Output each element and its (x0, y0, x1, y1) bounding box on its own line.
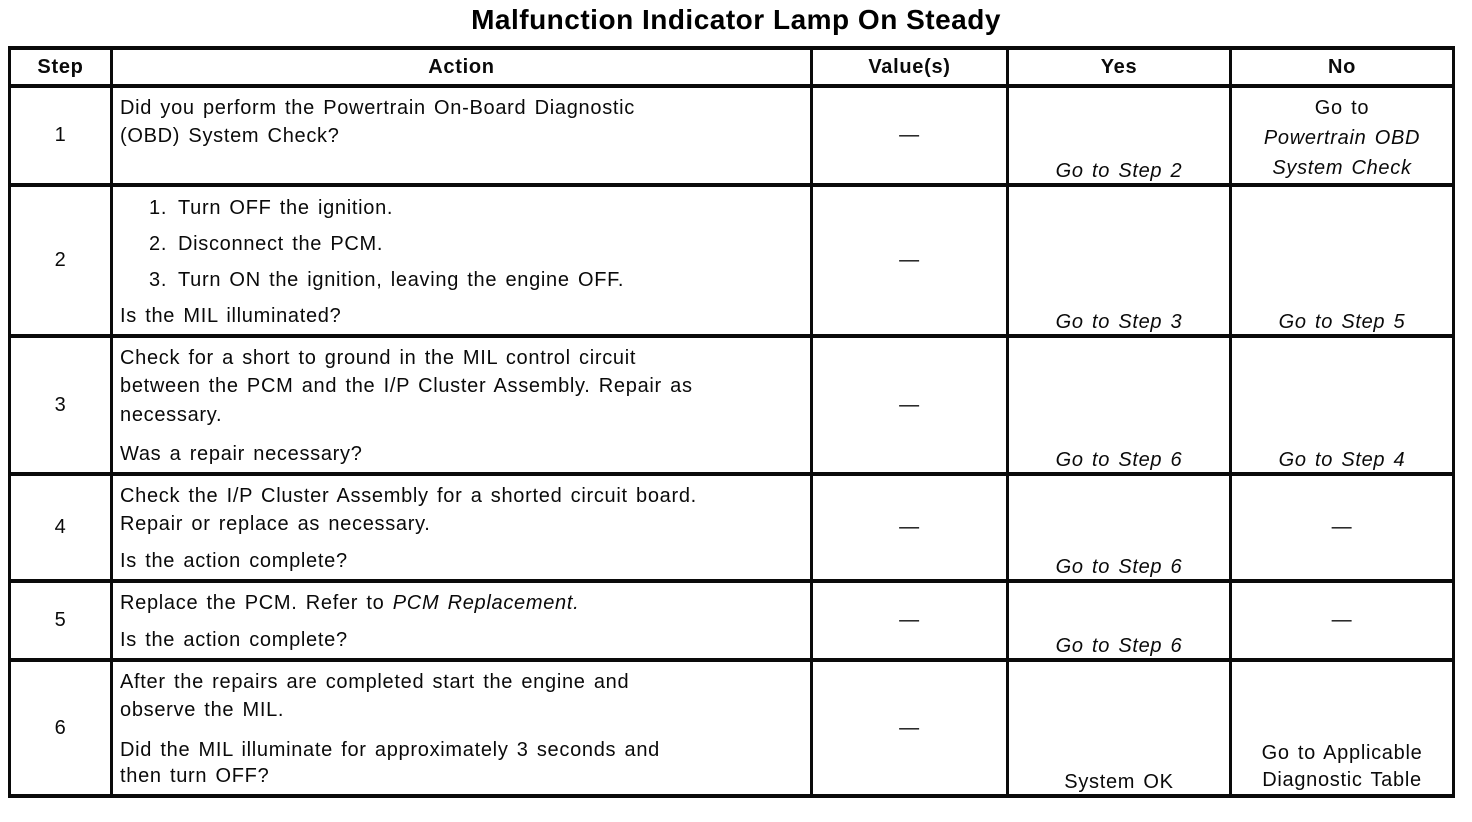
yes-cell: Go to Step 2 (1006, 84, 1232, 187)
value-cell: — (810, 84, 1009, 187)
step-number: 4 (8, 472, 113, 583)
action-cell: Did you perform the Powertrain On-Board … (110, 84, 813, 187)
col-header-values: Value(s) (810, 46, 1009, 88)
no-cell: Go to Step 5 (1229, 183, 1455, 338)
no-cell: Go to Applicable Diagnostic Table (1229, 658, 1455, 798)
action-question: Is the action complete? (120, 550, 348, 572)
value-cell: — (810, 183, 1009, 338)
yes-cell: System OK (1006, 658, 1232, 798)
action-text: Check the I/P Cluster Assembly for a sho… (120, 485, 697, 507)
no-text: Go to (1314, 97, 1370, 119)
no-cell: — (1229, 472, 1455, 583)
action-list-item: 3. Turn ON the ignition, leaving the engi… (149, 269, 804, 292)
action-cell: Replace the PCM. Refer to PCM Replacemen… (110, 579, 813, 662)
yes-cell: Go to Step 6 (1006, 334, 1232, 476)
action-text: necessary. (120, 403, 223, 426)
no-cell: Go to Step 4 (1229, 334, 1455, 476)
no-text: Go to Step 5 (1278, 311, 1406, 333)
table-row-step-6: 6 After the repairs are completed start … (8, 658, 1455, 798)
step-number: 6 (8, 658, 113, 798)
page-title: Malfunction Indicator Lamp On Steady (471, 4, 1001, 35)
value-cell: — (810, 579, 1009, 662)
yes-cell: Go to Step 3 (1006, 183, 1232, 338)
value-cell: — (810, 334, 1009, 476)
action-question: Is the MIL illuminated? (120, 305, 342, 327)
action-list-item: 1. Turn OFF the ignition. (149, 197, 804, 220)
table-row-step-4: 4 Check the I/P Cluster Assembly for a s… (8, 472, 1455, 583)
table-row-step-3: 3 Check for a short to ground in the MIL… (8, 334, 1455, 476)
col-header-action: Action (110, 46, 813, 88)
table-header-row: Step Action Value(s) Yes No (8, 46, 1455, 88)
step-number: 2 (8, 183, 113, 338)
action-cell: 1. Turn OFF the ignition. 2. Disconnect th… (110, 183, 813, 338)
action-question: Is the action complete? (120, 629, 348, 651)
value-cell: — (810, 658, 1009, 798)
table-row-step-2: 2 1. Turn OFF the ignition. 2. Disconnect … (8, 183, 1455, 338)
action-question: Was a repair necessary? (120, 443, 363, 465)
no-text-italic: System Check (1272, 157, 1412, 179)
yes-text: Go to Step 2 (1055, 160, 1183, 182)
yes-text: Go to Step 6 (1055, 449, 1183, 471)
yes-cell: Go to Step 6 (1006, 579, 1232, 662)
action-text: Did you perform the Powertrain On-Board … (120, 97, 635, 119)
action-cell: Check for a short to ground in the MIL c… (110, 334, 813, 476)
action-question: Did the MIL illuminate for approximately… (120, 739, 660, 787)
action-text: (OBD) System Check? (120, 125, 340, 148)
action-text-italic: PCM Replacement. (392, 592, 580, 614)
col-header-yes: Yes (1006, 46, 1232, 88)
table-row-step-1: 1 Did you perform the Powertrain On-Boar… (8, 84, 1455, 187)
action-text: Repair or replace as necessary. (120, 513, 431, 536)
no-text-italic: Powertrain OBD (1263, 127, 1421, 149)
no-text: Go to Applicable (1261, 742, 1423, 764)
no-text: Diagnostic Table (1262, 769, 1422, 791)
action-cell: After the repairs are completed start th… (110, 658, 813, 798)
list-text: Disconnect the PCM. (178, 233, 384, 255)
col-header-step: Step (8, 46, 113, 88)
step-number: 5 (8, 579, 113, 662)
list-text: Turn ON the ignition, leaving the engine… (178, 269, 625, 291)
step-number: 1 (8, 84, 113, 187)
yes-text: Go to Step 3 (1055, 311, 1183, 333)
no-cell: — (1229, 579, 1455, 662)
no-text: Go to Step 4 (1278, 449, 1406, 471)
yes-text: Go to Step 6 (1055, 635, 1183, 657)
action-text: between the PCM and the I/P Cluster Asse… (120, 375, 693, 398)
no-cell: Go to Powertrain OBD System Check (1229, 84, 1455, 187)
action-text: observe the MIL. (120, 699, 285, 722)
diagnostic-table: Step Action Value(s) Yes No 1 Did you pe… (8, 46, 1455, 798)
action-cell: Check the I/P Cluster Assembly for a sho… (110, 472, 813, 583)
col-header-no: No (1229, 46, 1455, 88)
yes-text: System OK (1064, 771, 1174, 793)
yes-cell: Go to Step 6 (1006, 472, 1232, 583)
table-row-step-5: 5 Replace the PCM. Refer to PCM Replacem… (8, 579, 1455, 662)
action-list-item: 2. Disconnect the PCM. (149, 233, 804, 256)
step-number: 3 (8, 334, 113, 476)
value-cell: — (810, 472, 1009, 583)
list-text: Turn OFF the ignition. (178, 197, 394, 219)
list-number: 1. (149, 197, 168, 219)
yes-text: Go to Step 6 (1055, 556, 1183, 578)
action-text: Replace the PCM. Refer to PCM Replacemen… (120, 592, 580, 614)
action-text: Check for a short to ground in the MIL c… (120, 347, 637, 369)
list-number: 2. (149, 233, 168, 255)
list-number: 3. (149, 269, 168, 291)
action-text: After the repairs are completed start th… (120, 671, 630, 693)
